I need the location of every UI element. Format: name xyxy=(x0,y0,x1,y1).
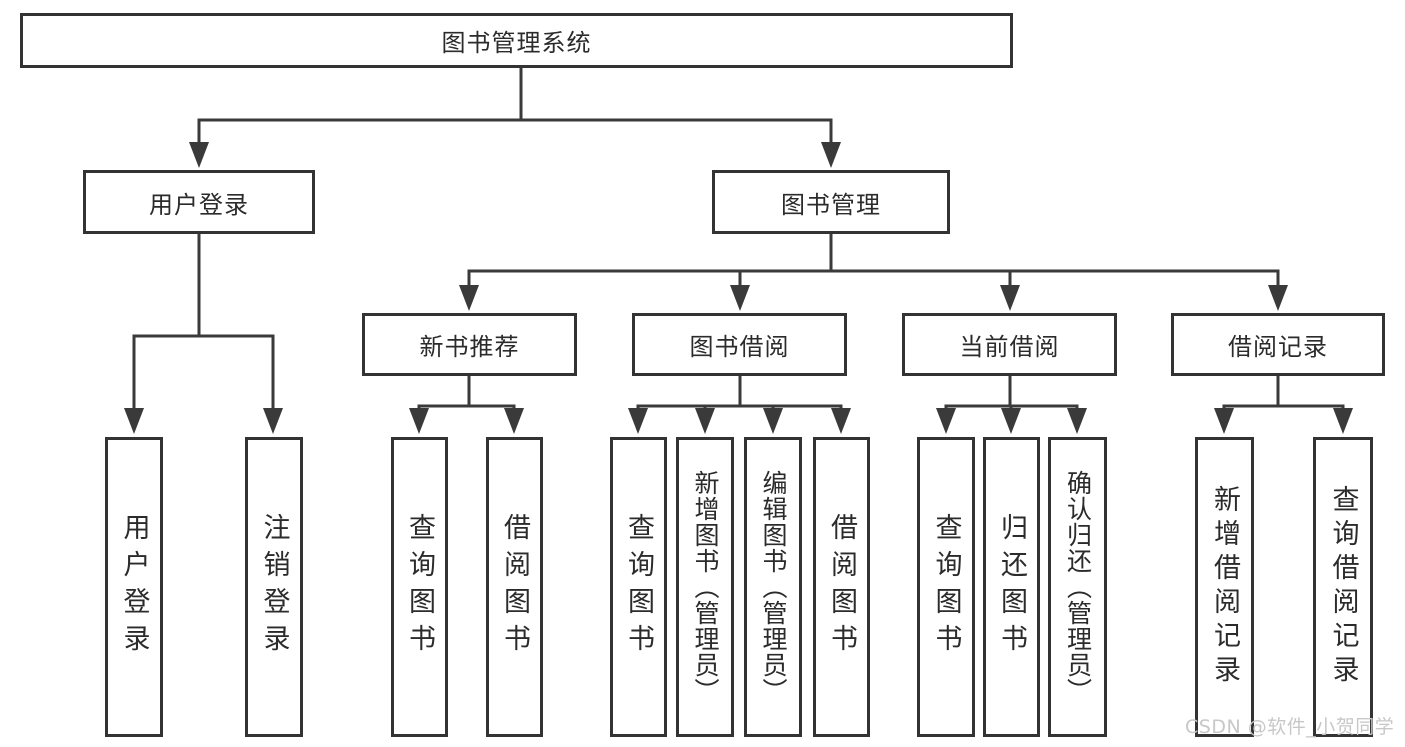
leaf-logout: 注销登录 xyxy=(245,437,303,737)
leaf-borrow-book-1: 借阅图书 xyxy=(486,437,543,737)
node-user-login: 用户登录 xyxy=(83,170,315,234)
node-book-borrow: 图书借阅 xyxy=(632,313,847,376)
node-current-borrow: 当前借阅 xyxy=(902,313,1117,376)
leaf-borrow-book-2: 借阅图书 xyxy=(813,437,870,737)
leaf-query-book-2: 查询图书 xyxy=(610,437,667,737)
leaf-add-book-admin: 新增图书（管理员） xyxy=(676,437,734,737)
leaf-query-book-3: 查询图书 xyxy=(917,437,975,737)
leaf-query-borrow-record: 查询借阅记录 xyxy=(1313,437,1373,737)
node-borrow-records: 借阅记录 xyxy=(1171,313,1385,376)
leaf-add-borrow-record: 新增借阅记录 xyxy=(1195,437,1254,737)
leaf-query-book-1: 查询图书 xyxy=(391,437,448,737)
leaf-return-book: 归还图书 xyxy=(983,437,1040,737)
node-book-management: 图书管理 xyxy=(712,170,950,234)
leaf-user-login: 用户登录 xyxy=(105,437,163,737)
node-root: 图书管理系统 xyxy=(20,13,1013,68)
node-new-book-recommend: 新书推荐 xyxy=(362,313,577,376)
leaf-confirm-return-admin: 确认归还（管理员） xyxy=(1048,437,1107,737)
leaf-edit-book-admin: 编辑图书（管理员） xyxy=(744,437,802,737)
csdn-watermark: CSDN @软件_小贺同学 xyxy=(1185,716,1395,738)
